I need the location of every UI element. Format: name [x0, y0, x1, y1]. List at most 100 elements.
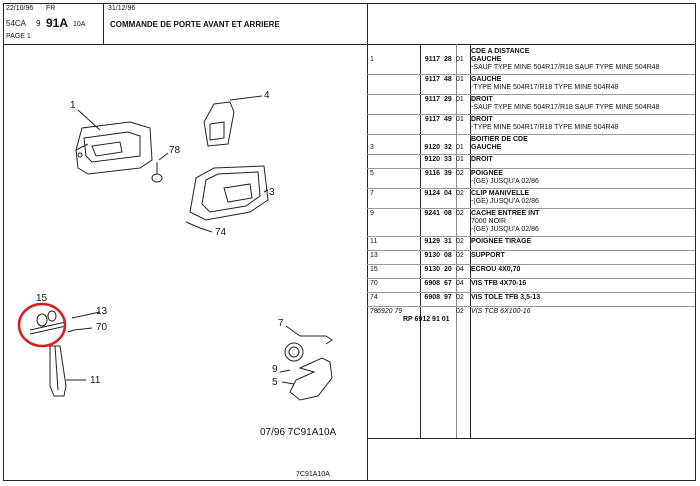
callout-4: 4 — [264, 90, 270, 101]
part-suffix: 20 — [444, 266, 452, 273]
part-qty: 02 — [456, 308, 464, 315]
part-number: 9120 — [424, 156, 440, 163]
header-date2: 31/12/96 — [108, 5, 136, 12]
part-ref: 74 — [370, 294, 378, 301]
description-line: VIS TFB 4X70-16 — [471, 280, 527, 287]
part-7-9-5-drawing — [279, 325, 333, 401]
part-number: 9124 — [424, 190, 440, 197]
row-divider — [367, 278, 695, 279]
description-line: ECROU 4X0,70 — [471, 266, 521, 273]
part-qty: 02 — [456, 190, 464, 197]
part-ref: 3 — [370, 144, 374, 151]
part-suffix: 04 — [444, 190, 452, 197]
description-line: -TYPE MINE 504R17/R18 TYPE MINE 504R48 — [471, 124, 619, 131]
callout-9: 9 — [272, 364, 278, 375]
part-74-drawing — [185, 221, 213, 233]
description-line: -TYPE MINE 504R17/R18 TYPE MINE 504R48 — [471, 84, 619, 91]
part-description: VIS TCB 6X100-16 — [471, 308, 531, 316]
part-number-alt: 6920 79 — [377, 308, 403, 315]
callout-5: 5 — [272, 377, 278, 388]
part-number: 9129 — [424, 238, 440, 245]
callout-70: 70 — [96, 322, 108, 333]
part-11-drawing — [49, 345, 86, 397]
part-number: 6908 — [424, 280, 440, 287]
description-line: GAUCHE — [471, 56, 502, 63]
page-frame — [3, 3, 696, 481]
part-78-drawing — [151, 152, 169, 183]
callout-11: 11 — [90, 375, 101, 386]
part-number: 9117 — [424, 76, 440, 83]
part-number: 9130 — [424, 266, 440, 273]
description-line: POIGNEE TIRAGE — [471, 238, 532, 245]
part-number: 9117 — [424, 56, 440, 63]
row-divider — [367, 94, 695, 95]
part-number: 9117 — [424, 96, 440, 103]
row-divider — [367, 208, 695, 209]
header-page: PAGE 1 — [6, 33, 31, 40]
part-qty: 01 — [456, 116, 464, 123]
part-number: 9130 — [424, 252, 440, 259]
row-divider — [367, 292, 695, 293]
description-line: -(GE) JUSQU'A 02/86 — [471, 198, 539, 205]
callout-3: 3 — [269, 187, 275, 198]
row-divider — [367, 236, 695, 237]
part-suffix: 08 — [444, 252, 452, 259]
part-number-replacement: RP 6912 91 01 — [403, 316, 450, 323]
part-ref: 11 — [370, 238, 378, 245]
description-line: VIS TOLE TFB 3,5-13 — [471, 294, 541, 301]
part-qty: 02 — [456, 170, 464, 177]
header-code-num: 9 — [36, 19, 41, 28]
part-suffix: 67 — [444, 280, 452, 287]
description-line: GAUCHE — [471, 76, 502, 83]
part-number: 9241 — [424, 210, 440, 217]
row-divider — [367, 250, 695, 251]
part-number: 9120 — [424, 144, 440, 151]
part-1-drawing — [75, 109, 153, 175]
header-code-main: 91A — [46, 16, 69, 30]
part-suffix: 28 — [444, 56, 452, 63]
part-description: DROIT — [471, 156, 493, 164]
part-ref: 1 — [370, 56, 374, 63]
description-line: CACHE ENTREE INT — [471, 210, 540, 217]
part-qty: 02 — [456, 238, 464, 245]
part-suffix: 29 — [444, 96, 452, 103]
diagram-caption: 07/96 7C91A10A — [260, 427, 337, 438]
part-number: 9116 — [424, 170, 440, 177]
description-line: BOITIER DE CDE — [471, 136, 528, 143]
part-ref: 78 — [370, 308, 378, 315]
part-qty: 01 — [456, 76, 464, 83]
part-suffix: 39 — [444, 170, 452, 177]
part-description: DROIT-SAUF TYPE MINE 504R17/R18 SAUF TYP… — [471, 96, 659, 112]
description-line: -(GE) JUSQU'A 02/86 — [471, 226, 539, 233]
part-qty: 02 — [456, 210, 464, 217]
part-ref: 15 — [370, 266, 378, 273]
description-line: DROIT — [471, 156, 493, 163]
part-suffix: 32 — [444, 144, 452, 151]
part-description: ECROU 4X0,70 — [471, 266, 520, 274]
description-line: CDE A DISTANCE — [471, 48, 530, 55]
part-description: POIGNEE-(GE) JUSQU'A 02/86 — [471, 170, 539, 186]
description-line: 7000 NOIR — [471, 218, 507, 225]
callout-15: 15 — [36, 293, 48, 304]
description-line: -(GE) JUSQU'A 02/86 — [471, 178, 539, 185]
row-divider — [367, 134, 695, 135]
part-description: DROIT-TYPE MINE 504R17/R18 TYPE MINE 504… — [471, 116, 618, 132]
description-line: POIGNEE — [471, 170, 503, 177]
callout-1: 1 — [70, 100, 76, 111]
header-code-suffix: 10A — [73, 21, 86, 28]
part-suffix: 97 — [444, 294, 452, 301]
part-description: SUPPORT — [471, 252, 505, 260]
row-divider — [367, 188, 695, 189]
part-suffix: 48 — [444, 76, 452, 83]
footer-code: 7C91A10A — [296, 471, 330, 478]
